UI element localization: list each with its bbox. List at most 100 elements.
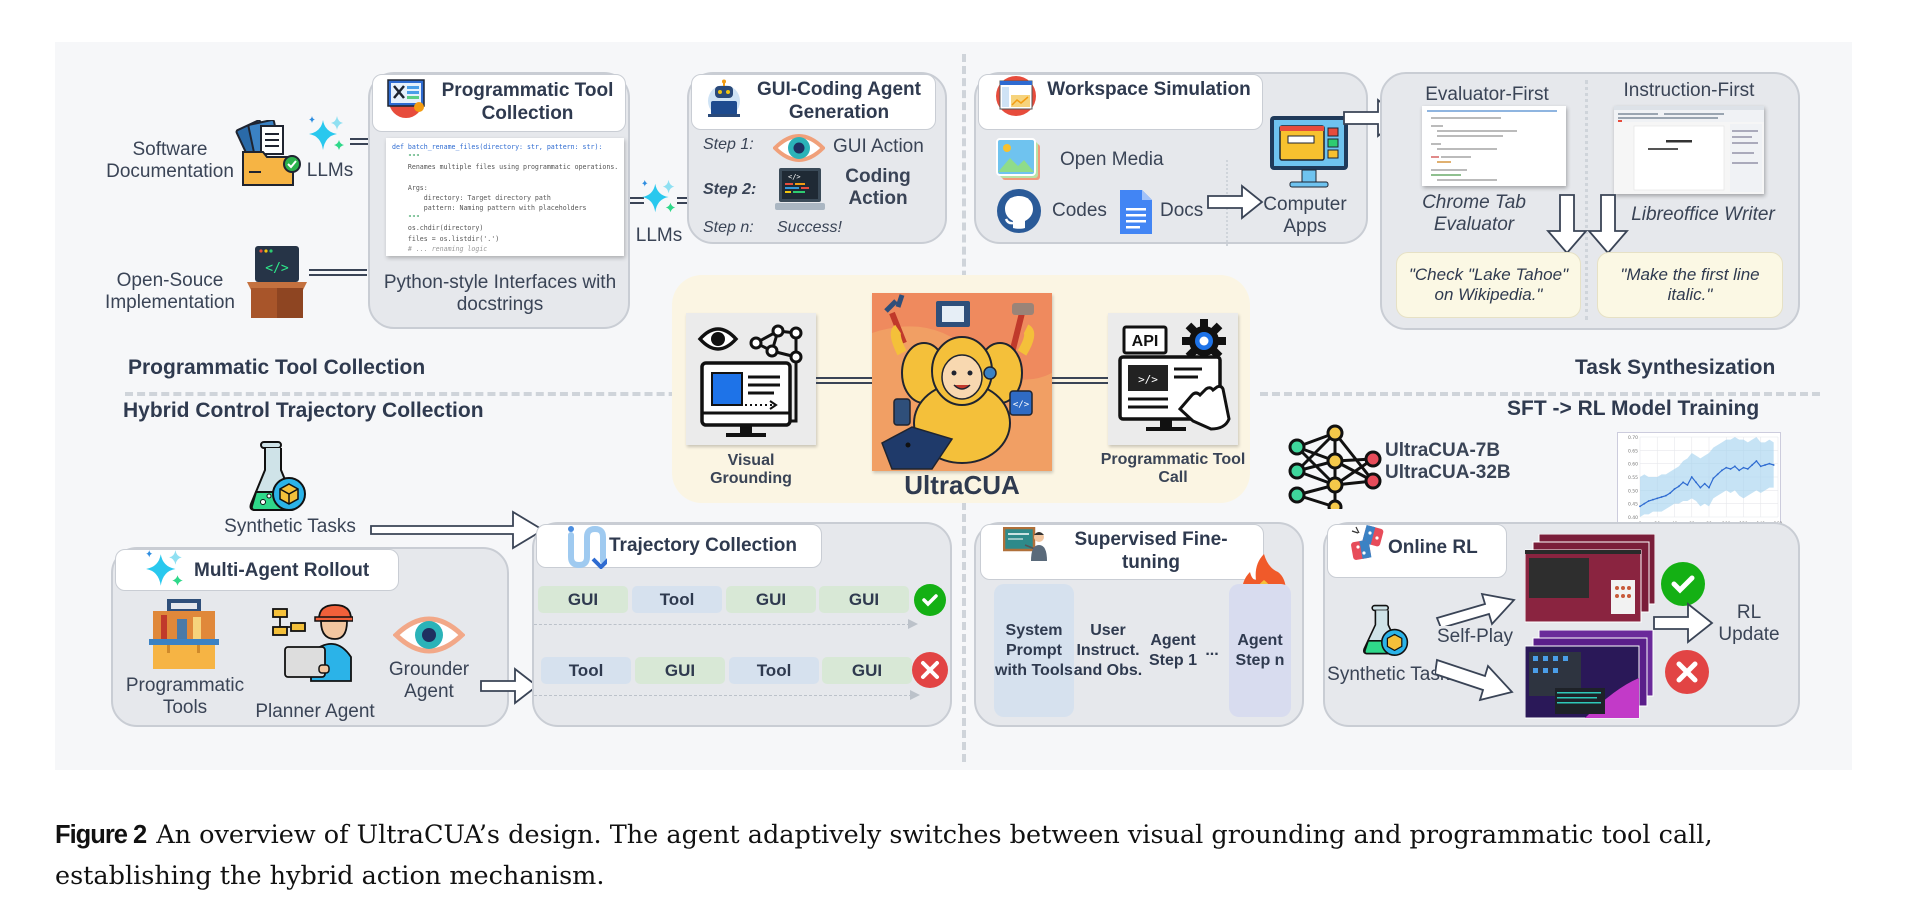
arrow-down-evaluator: [1546, 194, 1588, 256]
multi-agent-title: Multi-Agent Rollout: [194, 560, 370, 581]
code-line: """: [392, 214, 420, 223]
computer-apps-icon: [1268, 114, 1350, 190]
svg-text:</>: </>: [788, 173, 801, 181]
svg-text:</>: </>: [265, 261, 289, 276]
arrow-to-computer-apps: [1207, 184, 1265, 220]
chart-ytick-label: 0.65: [1628, 448, 1638, 454]
visual-grounding-icon: [697, 324, 803, 437]
tool-code-snippet: def batch_rename_files(directory: str, p…: [386, 138, 624, 256]
libreoffice-writer-screenshot: [1614, 106, 1764, 194]
visual-grounding-label: Visual Grounding: [710, 452, 792, 488]
chart-data-point: [1639, 505, 1641, 508]
teacher-icon: [1002, 526, 1049, 561]
synthetic-tasks-label: Synthetic Tasks: [224, 516, 356, 537]
chart-data-point: [1669, 492, 1672, 494]
task-synth-divider: [1585, 80, 1588, 320]
robot-laptop-icon: [704, 79, 744, 119]
sft-header: Supervised Fine-tuning: [980, 524, 1264, 580]
online-rl-header: Online RL: [1327, 524, 1507, 578]
code-line: [392, 173, 618, 183]
chart-data-point: [1652, 498, 1654, 501]
ultracua-mascot-image: </>: [872, 293, 1052, 471]
timeline-arrow-head: [910, 690, 920, 700]
chart-data-point: [1656, 497, 1659, 500]
timeline-arrow-head: [908, 619, 918, 629]
llm-sparkle-icon-2: [640, 178, 680, 218]
success-rollout-screenshots: [1524, 533, 1656, 624]
code-line: pattern: Naming pattern with placeholder…: [392, 204, 587, 213]
sparkle-icon: [144, 548, 188, 592]
trajectory-path-icon: [565, 525, 611, 570]
chart-data-point: [1738, 469, 1741, 472]
chart-data-point: [1755, 460, 1758, 462]
code-line: os.chdir(directory): [392, 224, 484, 233]
section-title-task-synthesization: Task Synthesization: [1575, 356, 1776, 379]
task-synthesization-card: Evaluator-First Instruction-First: [1380, 72, 1800, 330]
chart-data-point: [1682, 481, 1685, 484]
agent-card-header: GUI-Coding Agent Generation: [691, 74, 936, 130]
chart-data-point: [1759, 465, 1762, 468]
connector-ultracua-to-tool-call: [1052, 377, 1108, 384]
evaluator-task-quote: "Check "Lake Tahoe" on Wikipedia.": [1396, 252, 1581, 318]
horizontal-divider-right: [1260, 392, 1820, 396]
self-play-label: Self-Play: [1437, 626, 1514, 647]
model-ultracua-7b: UltraCUA-7B: [1385, 440, 1501, 461]
code-line: directory: Target directory path: [392, 193, 551, 202]
gui-coding-agent-card: GUI-Coding Agent Generation Step 1: GUI …: [687, 72, 947, 244]
tool-card-header: Programmatic Tool Collection: [372, 74, 626, 132]
tool-settings-monitor-icon: [385, 77, 427, 119]
agent-grounder: Grounder Agent: [388, 659, 470, 702]
section-title-hybrid-control-trajectory-collection: Hybrid Control Trajectory Collection: [123, 399, 484, 422]
chart-data-point: [1643, 502, 1646, 505]
agent-planner: Planner Agent: [255, 701, 375, 722]
trajectory-step-chip: GUI: [819, 586, 909, 613]
section-title-programmatic-tool-collection: Programmatic Tool Collection: [128, 356, 426, 379]
chart-data-point: [1729, 468, 1732, 470]
dashboard-icon: [995, 75, 1037, 117]
success-check-icon: [914, 584, 946, 616]
open-source-box-icon: </>: [245, 244, 309, 320]
api-label: API: [1132, 333, 1159, 350]
trajectory-collection-card: Trajectory Collection GUI Tool GUI GUI T…: [532, 522, 952, 727]
chart-data-point: [1751, 464, 1754, 466]
coding-laptop-icon: </>: [775, 166, 825, 212]
llms-label-2: LLMs: [635, 225, 683, 246]
trajectory-header: Trajectory Collection: [536, 524, 822, 570]
agent-card-title: GUI-Coding Agent Generation: [757, 79, 921, 123]
chart-data-point: [1690, 476, 1693, 478]
trajectory-step-chip: Tool: [541, 657, 631, 684]
trajectory-step-chip: GUI: [726, 586, 816, 613]
chart-ytick-label: 0.50: [1628, 488, 1638, 494]
chart-data-point: [1703, 482, 1706, 485]
tool-card-caption: Python-style Interfaces with docstrings: [383, 272, 617, 315]
chart-data-point: [1699, 486, 1702, 489]
timeline-dashed-arrow: [534, 624, 910, 625]
source-open-source-implementation: Open-Souce Implementation: [105, 270, 235, 313]
chart-data-point: [1721, 469, 1723, 472]
code-line: Renames multiple files using programmati…: [392, 163, 619, 172]
chart-data-point: [1708, 486, 1710, 489]
figure-panel: Software Documentation LLMs Open-Souce I…: [55, 42, 1852, 770]
llm-sparkle-icon: [307, 114, 349, 156]
sft-column-ellipsis: ...: [1205, 641, 1219, 659]
arrow-to-success-rollouts: [1435, 576, 1519, 630]
trajectory-step-chip: GUI: [822, 657, 912, 684]
sft-title: Supervised Fine-tuning: [1074, 529, 1228, 573]
documentation-folder-icon: [235, 118, 305, 188]
rl-update-label: RL Update: [1718, 602, 1780, 645]
chart-data-point: [1742, 466, 1745, 469]
multi-agent-rollout-card: Multi-Agent Rollout Programmatic Tools: [111, 547, 509, 727]
source-software-documentation: Software Documentation: [106, 139, 234, 182]
instruction-task-quote: "Make the first line italic.": [1597, 252, 1783, 318]
arrow-down-instruction: [1587, 194, 1629, 256]
failure-x-icon: [912, 652, 948, 688]
dice-icon: [1350, 524, 1386, 563]
programmatic-tool-call-label: Programmatic Tool Call: [1100, 451, 1246, 487]
evaluator-code-screenshot: [1422, 106, 1566, 186]
step-1-action: GUI Action: [833, 136, 924, 157]
chart-data-point: [1768, 462, 1771, 465]
programmatic-tool-call-tile: API >/>: [1108, 313, 1238, 445]
chart-data-point: [1664, 494, 1667, 497]
workspace-item-open-media: Open Media: [1060, 149, 1164, 170]
